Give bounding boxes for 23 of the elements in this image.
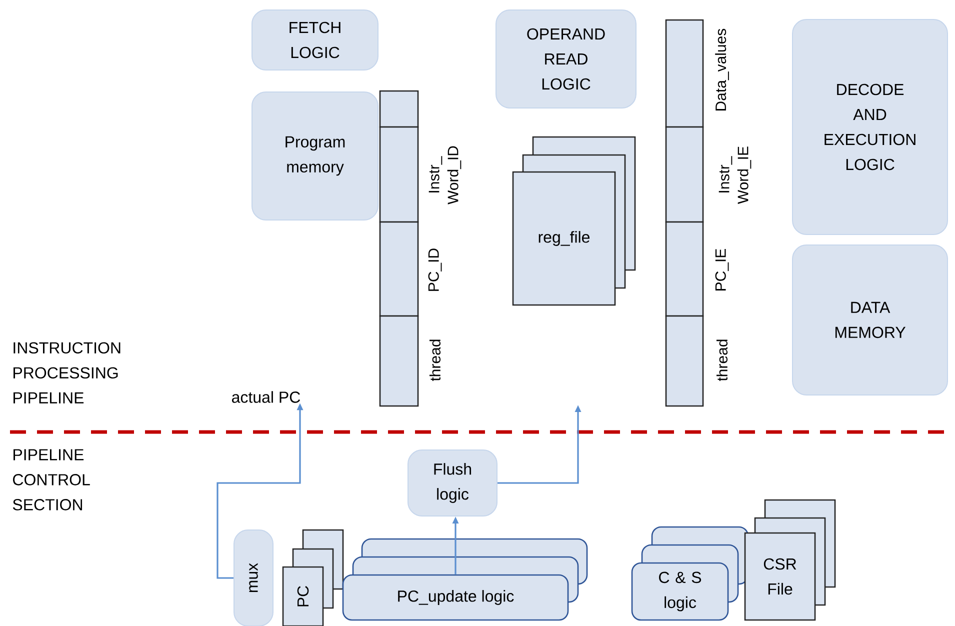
- stacked-blocks: C & S logic: [631, 526, 749, 621]
- node-label: PC_update logic: [398, 590, 514, 605]
- stacked-sheets: reg_file: [512, 136, 636, 306]
- section-label: PIPELINE CONTROL SECTION: [12, 449, 90, 510]
- logic-block: DATA MEMORY: [792, 244, 948, 396]
- register-label: thread: [716, 340, 728, 382]
- signal-label: actual PC: [232, 391, 300, 403]
- register-segment: [379, 90, 419, 128]
- logic-block: mux: [234, 530, 274, 626]
- stacked-sheets: PC: [282, 529, 344, 626]
- register-label: thread: [430, 340, 440, 382]
- stacked-blocks: PC_update logic: [342, 538, 588, 621]
- logic-block: DECODE AND EXECUTION LOGIC: [792, 19, 948, 235]
- logic-block: Flush logic: [408, 450, 498, 516]
- logic-block: FETCH LOGIC: [252, 10, 378, 70]
- section-label: INSTRUCTION PROCESSING PIPELINE: [14, 342, 120, 404]
- register-label: Instr_ Word_IE: [718, 146, 752, 204]
- logic-block: OPERAND READ LOGIC: [496, 10, 636, 108]
- register-label: Data_values: [715, 28, 729, 110]
- register-label: PC_ID: [428, 248, 442, 291]
- register-label: Instr_ Word_ID: [428, 146, 462, 204]
- register-label: PC_IE: [715, 248, 729, 290]
- stacked-sheets: CSR File: [744, 499, 836, 621]
